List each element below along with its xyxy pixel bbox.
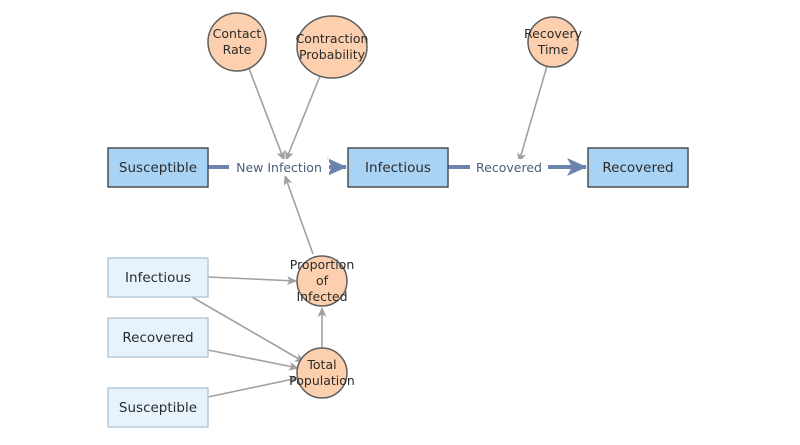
link-ghost-infectious-to-total-population[interactable]	[191, 296, 305, 363]
link-contraction-probability-to-new-infection[interactable]	[285, 75, 321, 161]
ghost-infectious-box[interactable]	[107, 257, 209, 298]
link-contact-rate-to-new-infection[interactable]	[247, 65, 285, 161]
link-recovery-time-to-recovered-flow[interactable]	[517, 65, 548, 163]
variable-contraction-probability-circle[interactable]	[296, 15, 368, 79]
variable-contact-rate-circle[interactable]	[207, 12, 267, 72]
link-proportion-to-new-infection[interactable]	[283, 175, 314, 255]
ghost-recovered-box[interactable]	[107, 317, 209, 358]
variable-proportion-of-infected-circle[interactable]	[296, 255, 348, 307]
stock-infectious-box[interactable]	[347, 147, 449, 188]
link-ghost-recovered-to-total-population[interactable]	[207, 349, 299, 371]
link-ghost-susceptible-to-total-population[interactable]	[207, 375, 299, 398]
link-ghost-infectious-to-proportion[interactable]	[207, 276, 297, 286]
ghost-susceptible-box[interactable]	[107, 387, 209, 428]
variable-total-population-circle[interactable]	[296, 347, 348, 399]
stock-recovered-box[interactable]	[587, 147, 689, 188]
stock-susceptible-box[interactable]	[107, 147, 209, 188]
variable-recovery-time-circle[interactable]	[527, 16, 579, 68]
